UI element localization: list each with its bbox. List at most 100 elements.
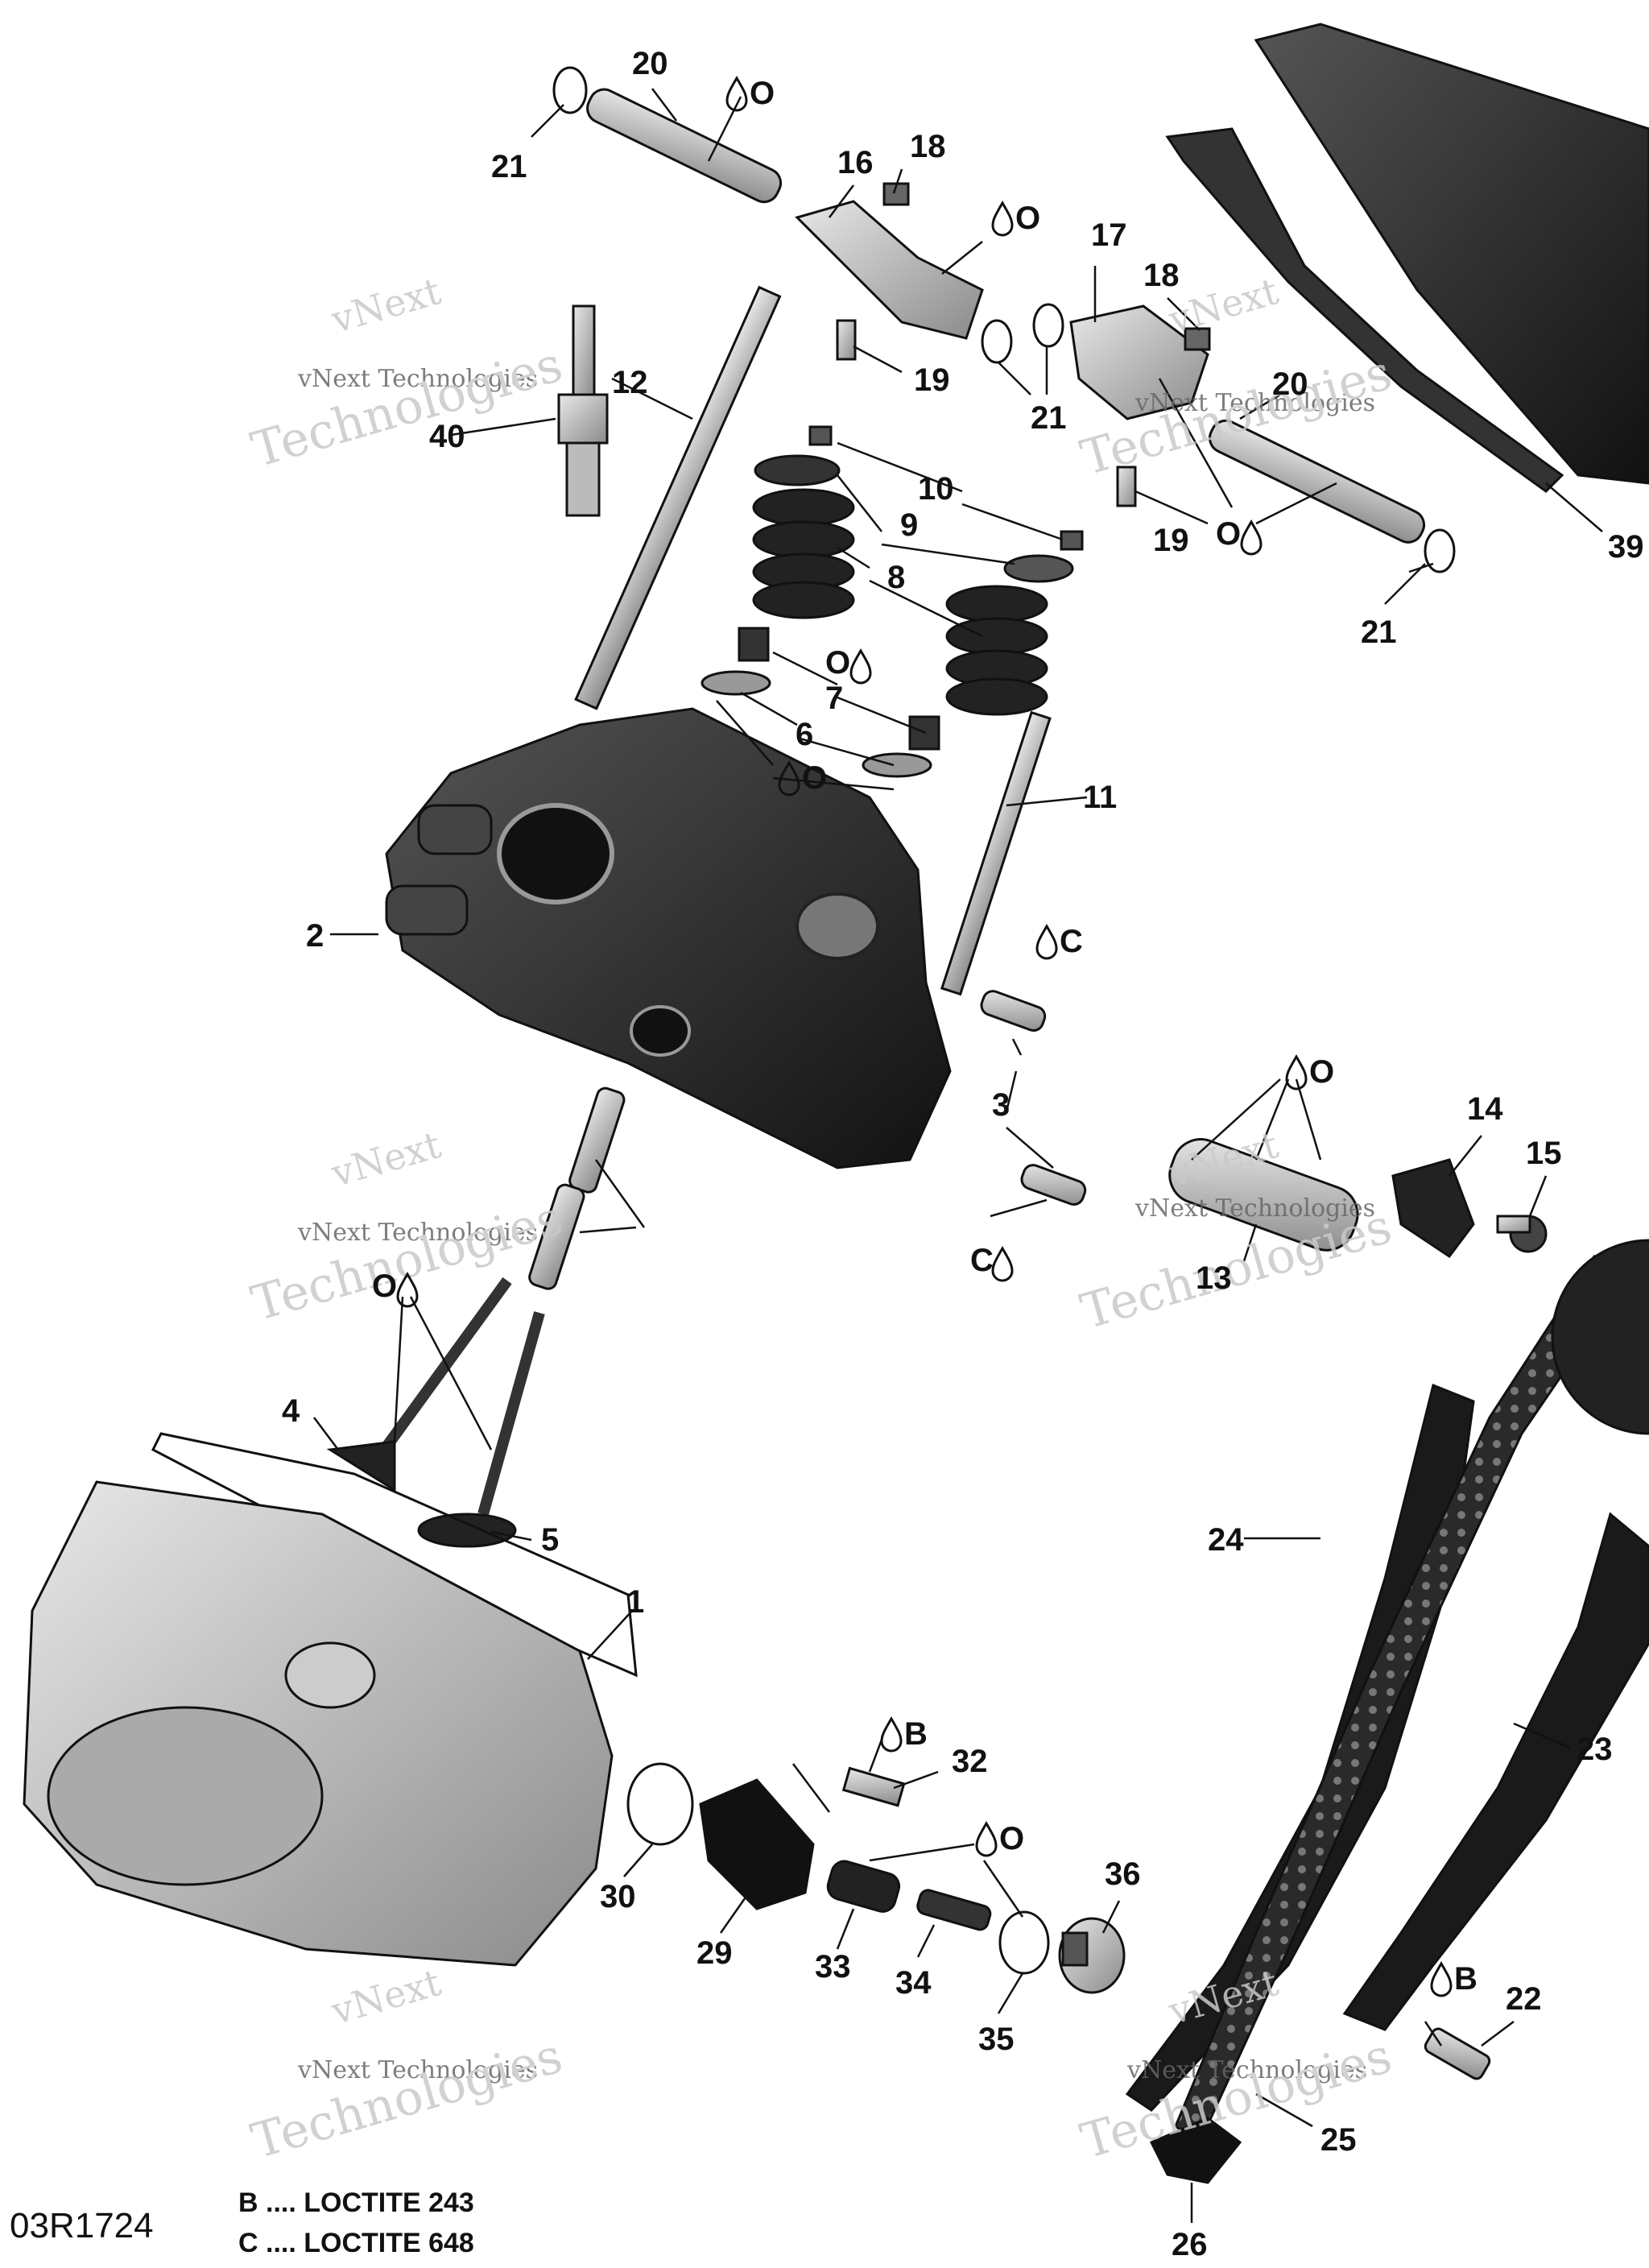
svg-text:vNext: vNext [326,1123,446,1195]
svg-text:vNext: vNext [326,269,446,341]
callout-36: 39 [1608,529,1644,565]
callout-20: 20 [632,46,668,81]
valve-guide-a [568,1086,626,1194]
head-boss-1 [417,804,493,855]
head-port-2 [796,892,879,960]
retainer-b [1003,554,1074,583]
drop-icon [778,759,800,797]
washer-a [701,670,771,696]
svg-text:O: O [1309,1054,1334,1090]
callout-25: 26 [1172,2227,1208,2262]
callout-9: 9 [900,507,918,543]
callout-19: 19 [1153,523,1189,558]
callout-26: 25 [1320,2122,1357,2158]
symbols: O O O O O O O O [372,75,1477,1997]
callout-19: 19 [914,362,950,398]
svg-text:O: O [825,645,850,681]
callout-18: 18 [1143,258,1180,293]
drop-icon [725,75,748,112]
callout-24: 24 [1208,1522,1244,1558]
watermark: Technologies [246,1190,568,1333]
callout-32: 33 [815,1949,851,1984]
keeper-b [1060,530,1084,551]
oil-symbol: O [778,759,827,797]
valve-cover [1254,23,1649,485]
callout-29: 29 [696,1935,733,1971]
oil-symbol: O [825,645,872,685]
callout-34: 35 [978,2022,1015,2057]
svg-text:O: O [1216,516,1241,552]
loctite-c-symbol: C [1035,923,1083,960]
svg-text:Technologies: Technologies [246,2028,568,2171]
svg-text:B: B [904,1716,928,1752]
oil-symbol: O [372,1269,419,1308]
callout-22: 22 [1506,1981,1542,2017]
callout-5: 5 [541,1522,559,1558]
callout-21: 21 [491,149,527,184]
screw-19-a [836,319,857,361]
callout-1: 1 [626,1584,644,1620]
valve-cover-gasket [1165,127,1564,493]
callout-23: 23 [1577,1732,1613,1767]
watermark: vNext [1163,269,1283,341]
callout-21: 21 [1361,615,1397,650]
drop-icon [1035,923,1058,960]
o-ring-21-a [552,66,588,114]
watermark: vNext [326,269,446,341]
rocker-arm-16 [795,200,984,340]
bolt-15 [1496,1215,1548,1253]
tensioner-housing [699,1778,815,1910]
callout-39: 40 [429,419,465,454]
watermark: vNext [326,1123,446,1195]
callout-31: 32 [952,1744,988,1779]
chain-tool-25 [1149,2117,1242,2184]
dowel-pin-upper [980,990,1047,1032]
plunger-32 [826,1860,901,1913]
callout-10: 10 [918,471,954,507]
svg-text:O: O [999,1821,1024,1856]
watermark: vNext Technologies [1126,2056,1367,2084]
o-ring-30 [626,1762,694,1846]
drop-icon [1240,519,1263,556]
callout-18: 18 [910,129,946,164]
camshaft-retainer-plate [1391,1158,1475,1259]
push-rod-12 [574,285,782,710]
callout-4: 4 [282,1393,300,1429]
watermark: Technologies [246,337,568,479]
head-port-3 [630,1005,691,1057]
dowel-pin-lower [1020,1164,1087,1206]
callout-33: 34 [895,1965,932,2001]
watermark: vNext Technologies [1134,389,1375,417]
drop-icon [880,1715,903,1753]
callout-15: 15 [1526,1136,1562,1171]
callout-13: 13 [1196,1260,1232,1296]
cylinder-boss [284,1641,376,1709]
rocker-arm-17 [1069,304,1209,420]
parts-layer [23,23,1649,2184]
valve-guide-b [528,1183,585,1290]
head-boss-2 [385,884,469,936]
spring-33 [916,1889,992,1931]
valve-spring-a [752,488,855,619]
head-gasket [151,1432,638,1678]
watermark: vNext Technologies [297,365,538,393]
drop-icon [991,200,1014,237]
screw-19-b [1116,466,1137,507]
drop-icon [396,1271,419,1308]
keeper-a [808,425,833,446]
svg-text:O: O [802,760,827,796]
spark-plug [557,304,609,517]
svg-text:vNext: vNext [326,1960,446,2033]
drop-icon [975,1820,998,1857]
callout-20: 20 [1272,366,1308,402]
plug-35 [1058,1917,1126,1994]
washer-b [862,752,932,778]
o-ring-21-d [1424,528,1456,573]
valve-5 [417,1311,545,1548]
callouts: 20 21 16 18 17 18 19 21 20 19 39 21 12 4… [282,46,1644,2262]
o-ring-21-c [1032,303,1064,348]
svg-text:C: C [1060,924,1083,959]
loctite-c-symbol: C [970,1243,1014,1282]
o-ring-21-b [981,319,1013,364]
